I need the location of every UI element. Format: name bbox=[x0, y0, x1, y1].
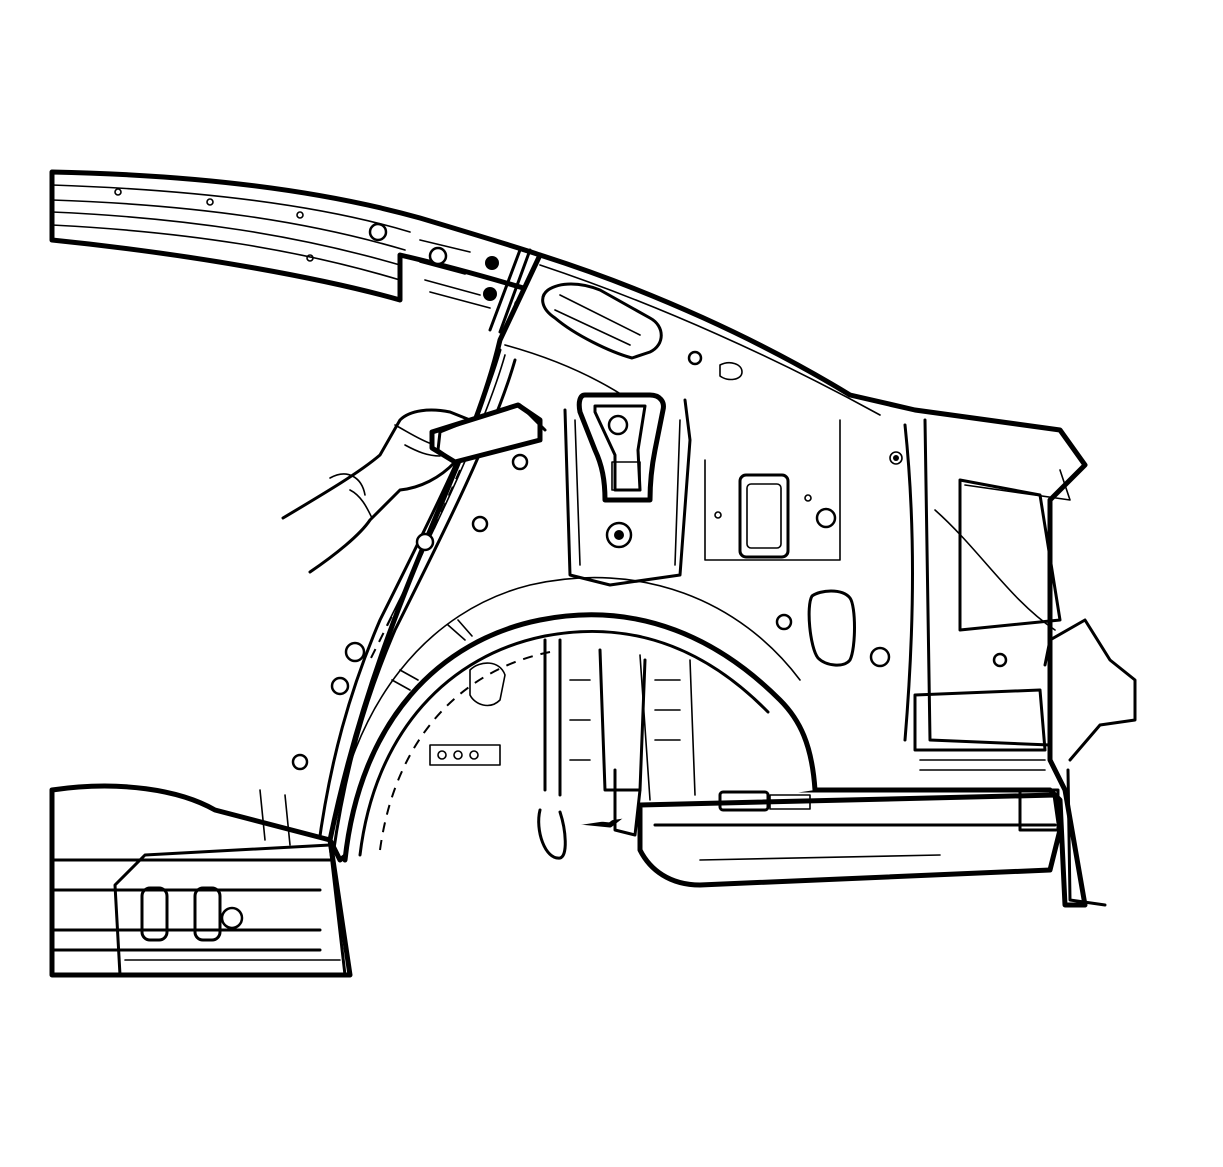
wheelhouse-brace bbox=[537, 638, 696, 860]
lower-rail bbox=[637, 788, 1063, 888]
front-lower-sill bbox=[49, 783, 353, 978]
rear-panel-opening bbox=[704, 419, 903, 668]
quarter-window-opening bbox=[541, 282, 743, 381]
roof-side-rail bbox=[49, 169, 543, 334]
rear-end-panel bbox=[903, 418, 1137, 907]
rear-wheelhouse bbox=[329, 576, 818, 863]
reinforcement-bracket bbox=[576, 392, 666, 503]
gloved-hand bbox=[281, 408, 472, 574]
applicator-pad bbox=[429, 402, 547, 465]
center-inner-panel bbox=[563, 398, 692, 587]
